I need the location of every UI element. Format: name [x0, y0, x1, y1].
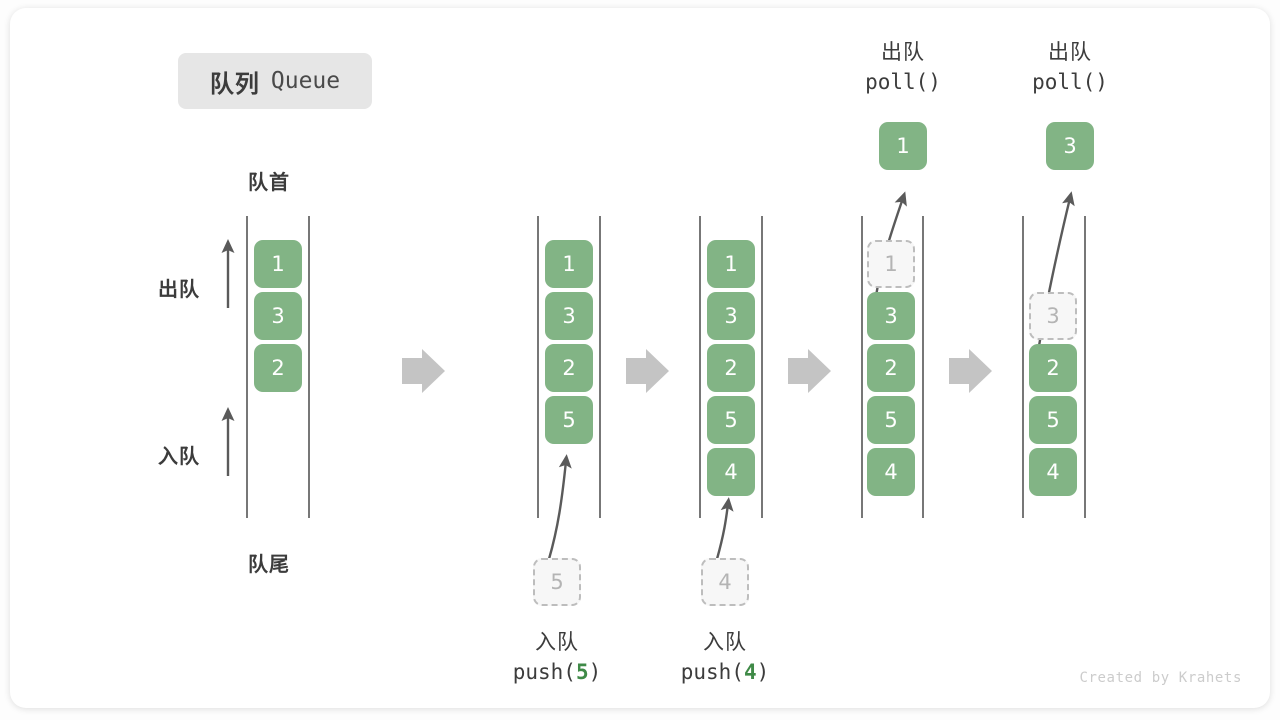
poll-caption-2: 出队 poll(): [970, 38, 1170, 98]
poll-caption-1-code: poll(): [803, 68, 1003, 98]
rail-pair-col3: [699, 216, 763, 518]
watermark: Created by Krahets: [1079, 670, 1242, 686]
push-2-code-post: ): [756, 659, 770, 684]
rail-pair-col1: [246, 216, 310, 518]
rail-pair-col5: [1022, 216, 1086, 518]
push-4-arrow-icon: [715, 497, 734, 560]
push-caption-2-code: push(4): [625, 658, 825, 688]
cell[interactable]: 3: [867, 292, 915, 340]
incoming-cell-ghost: 4: [701, 558, 749, 606]
popped-cell[interactable]: 1: [879, 122, 927, 170]
push-2-code-num: 4: [743, 659, 757, 684]
cell[interactable]: 5: [1029, 396, 1077, 444]
queue-head-label: 队首: [248, 172, 290, 194]
cell[interactable]: 1: [254, 240, 302, 288]
cell[interactable]: 2: [545, 344, 593, 392]
push-caption-1: 入队 push(5): [457, 628, 657, 688]
cell[interactable]: 5: [707, 396, 755, 444]
enqueue-direction-label: 入队: [158, 446, 200, 468]
cell[interactable]: 4: [867, 448, 915, 496]
poll-1-code-post: ): [928, 69, 941, 94]
poll-caption-1: 出队 poll(): [803, 38, 1003, 98]
push-caption-1-code: push(5): [457, 658, 657, 688]
separator-arrow-1: [402, 349, 445, 393]
push-2-code-pre: push(: [680, 659, 744, 684]
cell[interactable]: 1: [707, 240, 755, 288]
cell[interactable]: 4: [1029, 448, 1077, 496]
cell-ghost: 1: [867, 240, 915, 288]
poll-2-code-pre: poll(: [1032, 69, 1096, 94]
push-caption-1-cn: 入队: [535, 631, 579, 654]
cell[interactable]: 1: [545, 240, 593, 288]
dequeue-direction-label: 出队: [158, 279, 200, 301]
incoming-cell-ghost: 5: [533, 558, 581, 606]
poll-caption-2-cn: 出队: [1048, 41, 1092, 64]
poll-caption-1-cn: 出队: [881, 41, 925, 64]
title-english: Queue: [270, 68, 341, 94]
push-caption-2-cn: 入队: [703, 631, 747, 654]
push-1-code-post: ): [588, 659, 602, 684]
cell[interactable]: 3: [545, 292, 593, 340]
push-5-arrow-icon: [547, 454, 572, 560]
poll-2-code-post: ): [1095, 69, 1108, 94]
rail-pair-col2: [537, 216, 601, 518]
poll-caption-2-code: poll(): [970, 68, 1170, 98]
cell[interactable]: 3: [707, 292, 755, 340]
diagram-vector-layer: [221, 191, 1086, 560]
cell[interactable]: 3: [254, 292, 302, 340]
push-1-code-num: 5: [575, 659, 589, 684]
cell[interactable]: 2: [254, 344, 302, 392]
cell[interactable]: 5: [545, 396, 593, 444]
popped-cell[interactable]: 3: [1046, 122, 1094, 170]
separator-arrow-2: [626, 349, 669, 393]
poll-1-code-pre: poll(: [865, 69, 929, 94]
cell-ghost: 3: [1029, 292, 1077, 340]
cell[interactable]: 5: [867, 396, 915, 444]
separator-arrow-4: [949, 349, 992, 393]
queue-tail-label: 队尾: [248, 554, 290, 576]
cell[interactable]: 2: [1029, 344, 1077, 392]
diagram-card: 队列 Queue 队首 队尾 出队 入队: [10, 8, 1270, 708]
push-caption-2: 入队 push(4): [625, 628, 825, 688]
rail-pair-col4: [861, 216, 924, 518]
push-1-code-pre: push(: [512, 659, 576, 684]
separator-arrow-3: [788, 349, 831, 393]
title-badge: 队列 Queue: [178, 53, 372, 109]
cell[interactable]: 2: [867, 344, 915, 392]
cell[interactable]: 4: [707, 448, 755, 496]
title-chinese: 队列: [209, 70, 260, 98]
cell[interactable]: 2: [707, 344, 755, 392]
